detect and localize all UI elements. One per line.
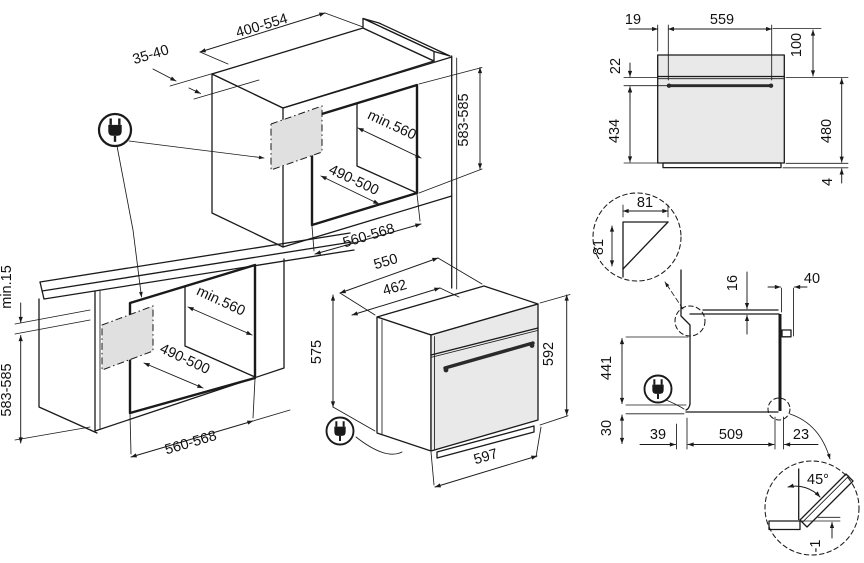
chamfer-edge bbox=[622, 221, 669, 270]
dim-label-plinth: 30 bbox=[599, 420, 615, 436]
dim-label-panel-gap: 22 bbox=[608, 58, 624, 74]
dim-label-niche-height: 441 bbox=[599, 356, 615, 380]
power-cable bbox=[355, 436, 403, 455]
angle-arc bbox=[787, 483, 821, 498]
detail-circle bbox=[764, 460, 860, 556]
dim-label-chamfer-height: 81 bbox=[591, 239, 607, 255]
dim-label-width: 560-568 bbox=[341, 221, 397, 251]
dim-label-front-trim: 35-40 bbox=[131, 42, 171, 68]
chamfer-detail-view: 81 81 bbox=[591, 192, 684, 310]
side-section-view: 16 40 441 30 39 509 23 bbox=[599, 269, 831, 460]
oven-isometric-view: 550 462 575 592 597 bbox=[309, 251, 571, 488]
dim-label-height-front: 592 bbox=[541, 342, 557, 366]
section-back-wall bbox=[680, 269, 691, 405]
floor-hatch bbox=[768, 520, 801, 531]
dim-label-depth: min.560 bbox=[365, 107, 419, 143]
tall-cabinet-view: 400-554 35-40 min.560 490-500 560-568 58… bbox=[97, 11, 483, 298]
power-cable bbox=[665, 399, 685, 410]
oven-left-face bbox=[376, 316, 432, 452]
dim-label-depth: 509 bbox=[719, 427, 743, 443]
oven-front-view: 19 559 100 22 434 480 4 bbox=[607, 12, 849, 186]
dim-label-door-gap: 23 bbox=[793, 427, 809, 443]
base-cabinet-view: min.560 490-500 560-568 min.15 583-585 bbox=[0, 232, 355, 458]
dim-label-handle-depth: 40 bbox=[804, 271, 820, 287]
dim-label-handle-width: 559 bbox=[710, 12, 734, 28]
dim-label-height-body: 575 bbox=[309, 340, 325, 364]
dim-label-base: 4 bbox=[820, 178, 836, 186]
dim-label-height: 583-585 bbox=[456, 93, 472, 146]
plug-leader-arrow bbox=[116, 145, 143, 298]
dim-label-door-height: 480 bbox=[819, 119, 835, 143]
detail-circle bbox=[592, 192, 682, 282]
oven-control-panel-divider bbox=[430, 327, 539, 356]
base-niche-interior bbox=[184, 286, 256, 378]
dim-label-drop: -1 bbox=[808, 540, 824, 553]
open-door-45deg bbox=[799, 473, 854, 528]
electrical-zone-patch bbox=[101, 305, 154, 371]
dim-label-height: 583-585 bbox=[0, 363, 15, 416]
dim-label-shelf-depth: 490-500 bbox=[326, 162, 381, 199]
countertop bbox=[39, 232, 351, 283]
dim-label-top-gap: 16 bbox=[725, 275, 741, 291]
oven-door bbox=[430, 303, 539, 452]
dim-label-handle-to-bottom: 434 bbox=[607, 119, 623, 143]
dim-label-depth-total: 550 bbox=[372, 251, 400, 273]
dim-label-handle-offset: 19 bbox=[625, 12, 641, 28]
section-door-handle bbox=[781, 329, 792, 338]
dim-label-angle: 45° bbox=[807, 472, 829, 488]
oven-front-body bbox=[657, 54, 785, 164]
dim-label-depth: min.560 bbox=[194, 283, 248, 319]
oven-front-base bbox=[662, 162, 782, 169]
detail-leader bbox=[789, 413, 831, 460]
oven-door-handle bbox=[443, 341, 535, 370]
cabinet-side-fin-face bbox=[362, 17, 435, 62]
dim-label-depth-body: 462 bbox=[381, 277, 409, 299]
detail-leader bbox=[664, 281, 684, 310]
dim-label-back-gap: 39 bbox=[650, 427, 666, 443]
dim-label-top-clearance: 400-554 bbox=[234, 11, 290, 41]
dim-label-width: 597 bbox=[472, 446, 500, 468]
dim-label-width: 560-568 bbox=[163, 428, 219, 458]
detail-source-circle bbox=[767, 397, 791, 421]
base-niche-opening bbox=[128, 263, 257, 415]
plug-leader-arrow bbox=[128, 140, 265, 160]
dim-label-top-to-handle: 100 bbox=[789, 33, 805, 57]
dim-label-chamfer-width: 81 bbox=[637, 195, 653, 211]
tall-niche-interior bbox=[356, 103, 418, 194]
base-cabinet-side bbox=[38, 298, 98, 434]
dim-label-top-gap: min.15 bbox=[0, 265, 15, 309]
door-opening-detail-view: 45° -1 bbox=[764, 460, 860, 556]
electrical-zone-patch bbox=[270, 105, 323, 171]
tall-niche-opening bbox=[310, 83, 419, 227]
